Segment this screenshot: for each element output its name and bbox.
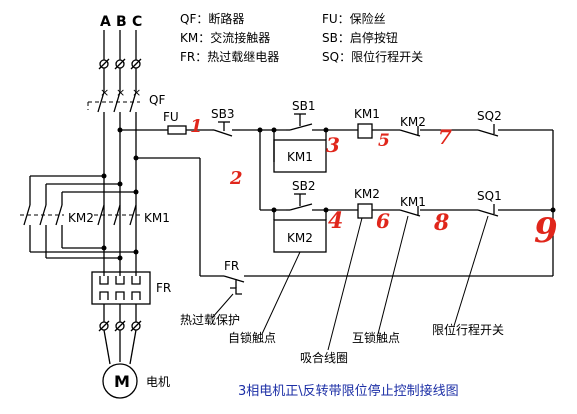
fr-main-label: FR bbox=[156, 281, 171, 295]
annotation-interlock: 互锁触点 bbox=[352, 330, 400, 345]
sb3-label: SB3 bbox=[211, 107, 234, 121]
power-circuit: A B C × × × QF bbox=[20, 14, 171, 399]
node-number-3: 3 bbox=[326, 133, 340, 157]
sb3-stop-button bbox=[212, 121, 240, 137]
node-number-8: 8 bbox=[433, 210, 449, 236]
annotation-thermal: 热过载保护 bbox=[180, 313, 240, 327]
bottom-terminals bbox=[98, 320, 142, 332]
svg-text:×: × bbox=[132, 86, 141, 99]
sb1-forward-button bbox=[286, 113, 340, 131]
km2-coil bbox=[357, 203, 373, 219]
top-terminals bbox=[98, 58, 142, 70]
legend-fu: FU：保险丝 bbox=[322, 11, 386, 26]
node-number-5: 5 bbox=[378, 131, 390, 151]
legend: QF：断路器 KM：交流接触器 FR：热过载继电器 FU：保险丝 SB：启停按钮… bbox=[180, 11, 423, 64]
motor-label: 电机 bbox=[146, 375, 170, 389]
node-number-2: 2 bbox=[229, 168, 243, 189]
legend-sb: SB：启停按钮 bbox=[322, 30, 398, 45]
phase-b-label: B bbox=[116, 14, 127, 30]
motor: M bbox=[102, 363, 138, 399]
km1-coil bbox=[357, 123, 373, 139]
km2-main-label: KM2 bbox=[68, 211, 94, 225]
reversing-wiring bbox=[20, 173, 139, 261]
fu-fuse bbox=[167, 125, 187, 135]
km1-interlock-contact bbox=[399, 206, 478, 217]
fr-control-contact bbox=[223, 275, 245, 295]
legend-km: KM：交流接触器 bbox=[180, 30, 270, 45]
sq2-label: SQ2 bbox=[477, 109, 502, 123]
sq1-label: SQ1 bbox=[477, 189, 502, 203]
fr-thermal-relay bbox=[91, 271, 151, 305]
km2-interlock-contact bbox=[399, 126, 478, 137]
node-number-1: 1 bbox=[190, 116, 203, 137]
control-circuit: FU SB3 SB1 bbox=[160, 99, 556, 295]
annotation-limit: 限位行程开关 bbox=[432, 322, 504, 337]
node-number-9: 9 bbox=[534, 211, 558, 251]
fu-label: FU bbox=[163, 110, 179, 124]
km2-coil-label: KM2 bbox=[354, 187, 380, 201]
diagram-title: 3相电机正\反转带限位停止控制接线图 bbox=[238, 383, 459, 399]
sb2-label: SB2 bbox=[292, 179, 315, 193]
node-number-6: 6 bbox=[376, 209, 390, 233]
sq2-limit-switch bbox=[477, 124, 553, 137]
km1-coil-label: KM1 bbox=[354, 107, 380, 121]
km1-main-contacts bbox=[94, 204, 140, 226]
km1-interlock-label: KM1 bbox=[400, 195, 426, 209]
qf-label: QF bbox=[149, 93, 165, 107]
annotation-self-lock: 自锁触点 bbox=[228, 330, 276, 345]
qf-breaker: × × × bbox=[87, 86, 141, 113]
legend-sq: SQ：限位行程开关 bbox=[322, 49, 423, 64]
phase-a-label: A bbox=[100, 14, 111, 30]
annotations: 热过载保护 自锁触点 吸合线圈 互锁触点 限位行程开关 bbox=[180, 215, 504, 365]
node-number-4: 4 bbox=[328, 208, 343, 234]
legend-qf: QF：断路器 bbox=[180, 11, 244, 26]
node-numbers: 1 2 3 5 7 4 6 8 9 bbox=[190, 116, 558, 251]
km1-holding-label: KM1 bbox=[287, 150, 313, 164]
sb1-label: SB1 bbox=[292, 99, 315, 113]
phase-c-label: C bbox=[132, 14, 142, 30]
svg-text:×: × bbox=[100, 86, 109, 99]
annotation-coil: 吸合线圈 bbox=[300, 350, 348, 365]
legend-fr: FR：热过载继电器 bbox=[180, 50, 279, 64]
motor-symbol: M bbox=[114, 372, 130, 391]
sq1-limit-switch bbox=[477, 204, 553, 217]
svg-text:×: × bbox=[116, 86, 125, 99]
km2-interlock-label: KM2 bbox=[400, 115, 426, 129]
fr-ctrl-label: FR bbox=[224, 259, 239, 273]
node-number-7: 7 bbox=[438, 125, 452, 149]
km2-holding-label: KM2 bbox=[287, 231, 313, 245]
km1-main-label: KM1 bbox=[144, 211, 170, 225]
km2-holding-contact bbox=[271, 207, 329, 253]
km1-holding-contact bbox=[271, 127, 329, 173]
